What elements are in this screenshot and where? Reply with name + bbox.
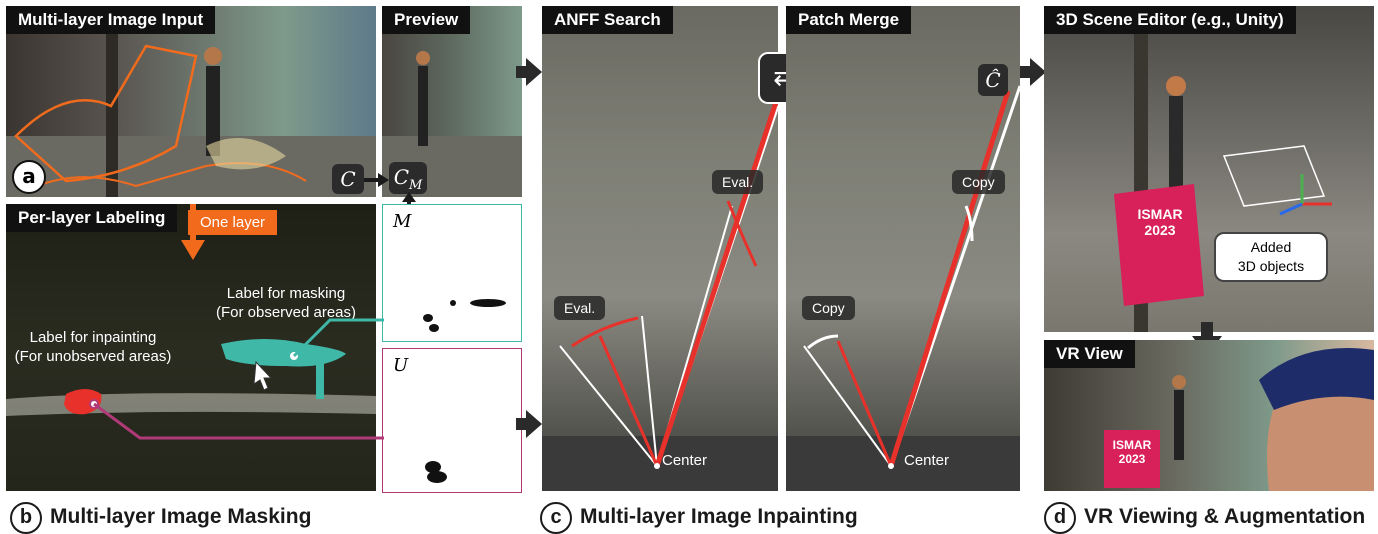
input-scene — [6, 6, 376, 197]
caption-b: b Multi-layer Image Masking — [10, 502, 311, 534]
caption-b-letter: b — [10, 502, 42, 534]
orange-arrow — [181, 204, 205, 260]
arrow-c-to-cm — [364, 173, 389, 187]
labeling-title: Per-layer Labeling — [6, 204, 178, 232]
merge-title: Patch Merge — [786, 6, 912, 34]
caption-b-text: Multi-layer Image Masking — [50, 505, 312, 528]
input-panel: Multi-layer Image Input a C — [6, 6, 376, 197]
caption-d: d VR Viewing & Augmentation — [1044, 502, 1365, 534]
symbol-u: U — [393, 355, 409, 376]
caption-d-text: VR Viewing & Augmentation — [1084, 505, 1366, 528]
editor-scene — [1114, 6, 1332, 332]
eval-chip-2: Eval. — [712, 170, 764, 194]
merge-panel: Patch Merge Ĉ Copy Copy Center — [786, 6, 1020, 491]
arrow-to-anff-bottom — [516, 410, 542, 438]
symbol-c-hat: Ĉ — [978, 64, 1008, 96]
mask-m-shapes — [423, 299, 506, 332]
caption-c: c Multi-layer Image Inpainting — [540, 502, 858, 534]
arrow-to-editor — [1020, 58, 1046, 86]
copy-chip-1: Copy — [802, 296, 855, 320]
badge-a: a — [12, 160, 46, 194]
editor-title: 3D Scene Editor (e.g., Unity) — [1044, 6, 1296, 34]
merge-scene — [786, 85, 1020, 491]
center-label-1: Center — [662, 452, 708, 469]
anff-panel: ANFF Search Eval. Eval. Center — [542, 6, 778, 491]
label-inpainting: Label for inpainting(For unobserved area… — [14, 329, 172, 365]
mask-u-shapes — [425, 461, 447, 483]
center-label-2: Center — [904, 452, 950, 469]
eval-chip-1: Eval. — [554, 296, 606, 320]
copy-chip-2: Copy — [952, 170, 1005, 194]
symbol-c-m: CM — [389, 162, 427, 194]
arrow-to-anff-top — [516, 58, 542, 86]
vr-title: VR View — [1044, 340, 1135, 368]
vr-scene — [1104, 348, 1374, 491]
anff-scene — [542, 95, 778, 491]
label-masking: Label for masking(For observed areas) — [215, 285, 357, 321]
one-layer-tag: One layer — [188, 210, 278, 235]
caption-c-text: Multi-layer Image Inpainting — [580, 505, 858, 528]
symbol-m: M — [393, 211, 412, 232]
anff-title: ANFF Search — [542, 6, 673, 34]
mask-m-box: M — [382, 204, 522, 342]
caption-c-letter: c — [540, 502, 572, 534]
mask-u-box: U — [382, 348, 522, 493]
symbol-c: C — [332, 164, 364, 194]
input-title: Multi-layer Image Input — [6, 6, 216, 34]
caption-d-letter: d — [1044, 502, 1076, 534]
preview-title: Preview — [382, 6, 471, 34]
